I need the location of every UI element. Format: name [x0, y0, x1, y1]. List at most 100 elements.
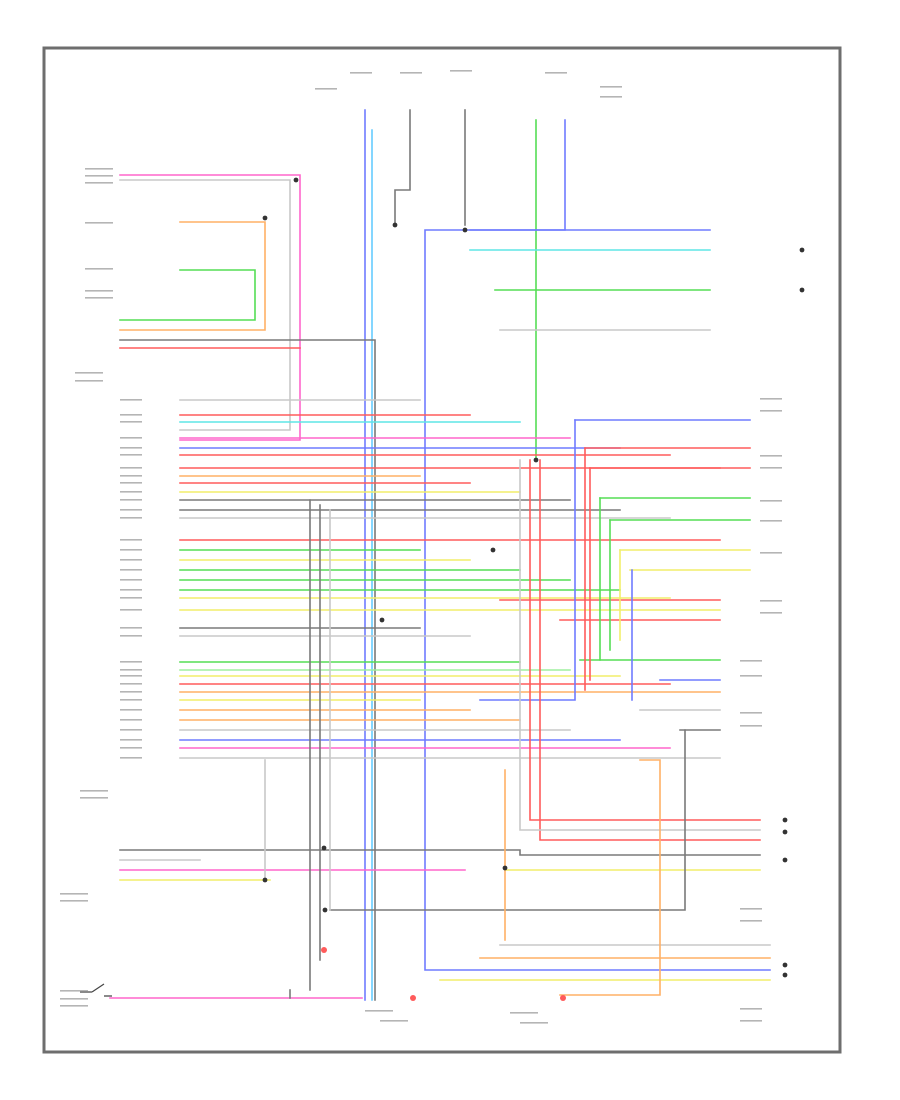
label-stub: [740, 725, 762, 727]
label-stub: [85, 222, 113, 224]
wire-br4: [329, 729, 686, 911]
wire-group: [109, 109, 771, 1001]
label-stub: [120, 475, 142, 477]
label-stub: [760, 520, 782, 522]
label-stub: [760, 410, 782, 412]
label-stub: [450, 70, 472, 72]
label-stub: [740, 712, 762, 714]
label-stub: [80, 790, 108, 792]
ground-point: [560, 995, 566, 1001]
label-stub: [760, 600, 782, 602]
splice-node-7: [262, 877, 268, 883]
ground-point: [410, 995, 416, 1001]
label-stub: [60, 990, 88, 992]
label-stub: [120, 675, 142, 677]
label-stub: [120, 539, 142, 541]
label-stub: [120, 447, 142, 449]
label-stub: [120, 709, 142, 711]
label-stub: [75, 372, 103, 374]
label-stub: [120, 559, 142, 561]
label-stub: [120, 669, 142, 671]
label-stub: [740, 920, 762, 922]
splice-node-4: [490, 547, 496, 553]
wire-l1b: [119, 179, 291, 431]
connection-nodes: [80, 177, 805, 1001]
label-stub: [85, 182, 113, 184]
wire-b1: [119, 849, 761, 856]
label-stub: [120, 482, 142, 484]
wire-l4: [119, 339, 376, 1001]
wire-v8: [539, 459, 761, 841]
label-stub: [740, 1020, 762, 1022]
label-stub: [120, 549, 142, 551]
splice-node-2: [462, 227, 468, 233]
label-stub: [740, 675, 762, 677]
terminal-4: [782, 857, 788, 863]
label-stub: [120, 399, 142, 401]
label-stub: [760, 398, 782, 400]
label-stub: [600, 96, 622, 98]
label-stub: [120, 579, 142, 581]
label-stub: [120, 589, 142, 591]
splice-node-3: [533, 457, 539, 463]
label-stub: [85, 290, 113, 292]
wire-v8b: [529, 459, 761, 821]
splice-node-8: [502, 865, 508, 871]
label-stub: [120, 597, 142, 599]
terminal-3: [782, 829, 788, 835]
terminal-6: [782, 972, 788, 978]
label-stub: [60, 1005, 88, 1007]
tiny-labels: [60, 70, 782, 1024]
splice-node-10: [392, 222, 398, 228]
label-stub: [120, 739, 142, 741]
label-stub: [760, 467, 782, 469]
label-stub: [120, 609, 142, 611]
wire-l2: [119, 221, 266, 331]
label-stub: [120, 719, 142, 721]
splice-node-1: [262, 215, 268, 221]
label-stub: [350, 72, 372, 74]
label-stub: [760, 612, 782, 614]
label-stub: [120, 729, 142, 731]
splice-node-9: [322, 907, 328, 913]
label-stub: [60, 900, 88, 902]
label-stub: [740, 660, 762, 662]
label-stub: [740, 908, 762, 910]
label-stub: [120, 635, 142, 637]
ground-point: [321, 947, 327, 953]
label-stub: [80, 797, 108, 799]
label-stub: [120, 437, 142, 439]
label-stub: [85, 297, 113, 299]
label-stub: [85, 175, 113, 177]
label-stub: [380, 1020, 408, 1022]
label-stub: [400, 72, 422, 74]
label-stub: [120, 467, 142, 469]
label-stub: [120, 491, 142, 493]
label-stub: [85, 168, 113, 170]
label-stub: [120, 499, 142, 501]
wire-v8c: [519, 459, 761, 831]
splice-node-6: [321, 845, 327, 851]
label-stub: [510, 1012, 538, 1014]
terminal-0: [799, 247, 805, 253]
terminal-5: [782, 962, 788, 968]
label-stub: [120, 414, 142, 416]
label-stub: [545, 72, 567, 74]
label-stub: [600, 86, 622, 88]
label-stub: [120, 517, 142, 519]
wire-v1: [479, 419, 576, 701]
label-stub: [120, 683, 142, 685]
label-stub: [120, 747, 142, 749]
splice-node-0: [293, 177, 299, 183]
label-stub: [60, 998, 88, 1000]
splice-node-5: [379, 617, 385, 623]
wire-l1: [119, 174, 301, 441]
label-stub: [120, 661, 142, 663]
label-stub: [120, 454, 142, 456]
wire-feed-5: [424, 119, 771, 971]
label-stub: [120, 509, 142, 511]
label-stub: [760, 455, 782, 457]
wire-l3: [119, 269, 256, 321]
label-stub: [740, 1008, 762, 1010]
label-stub: [120, 569, 142, 571]
